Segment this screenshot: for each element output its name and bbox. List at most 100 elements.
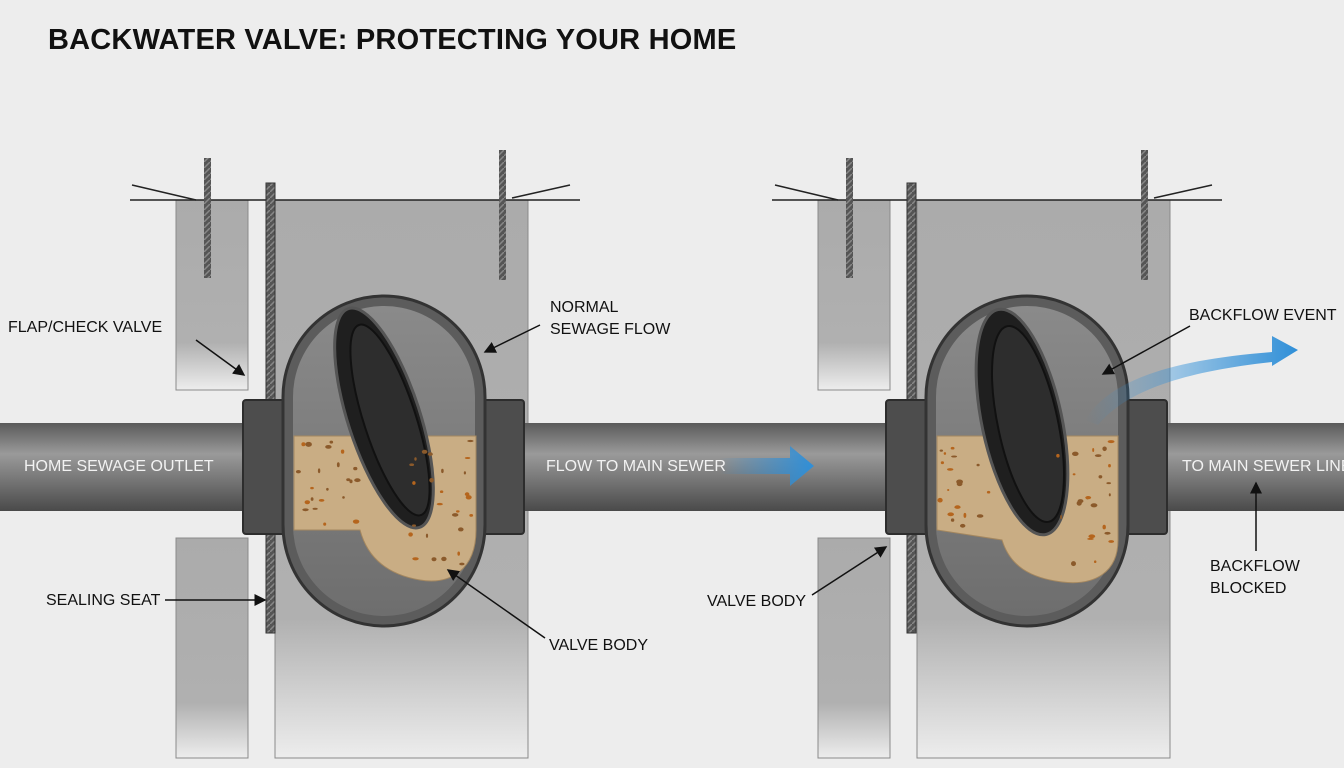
sewage-particle	[429, 478, 434, 483]
sewage-particle	[1098, 475, 1103, 479]
sewage-particle	[441, 556, 447, 562]
sewage-particle	[976, 463, 980, 467]
sewage-particle	[421, 449, 428, 454]
sewage-particle	[947, 489, 950, 491]
sewage-particle	[326, 487, 329, 491]
left-flange-inlet	[242, 399, 286, 535]
sewage-particle	[950, 446, 955, 450]
sewage-particle	[960, 523, 966, 528]
right-flap-disk	[991, 324, 1065, 524]
sewage-particle	[1072, 451, 1079, 456]
sewage-particle	[1102, 446, 1107, 452]
sewage-particle	[467, 439, 474, 443]
sewage-particle	[947, 512, 954, 517]
sewage-particle	[441, 468, 444, 474]
sewage-particle	[1056, 453, 1060, 458]
sewage-particle	[412, 524, 416, 527]
sewage-particle	[349, 479, 353, 484]
sewage-particle	[310, 497, 314, 501]
page-title: BACKWATER VALVE: PROTECTING YOUR HOME	[48, 24, 737, 56]
sewage-particle	[459, 562, 465, 566]
sewage-particle	[943, 452, 947, 455]
sewage-particle	[452, 513, 459, 517]
right-concrete-upper-left	[817, 199, 891, 391]
sewage-particle	[963, 512, 967, 518]
sewage-particle	[305, 441, 312, 447]
sewage-particle	[1087, 537, 1094, 540]
sewage-particle	[425, 533, 429, 538]
sewage-particle	[1090, 503, 1098, 508]
sewage-particle	[1094, 454, 1102, 457]
sewage-particle	[323, 522, 327, 526]
sewage-particle	[1094, 560, 1097, 563]
sewage-particle	[947, 468, 954, 471]
label-backflow-event: BACKFLOW EVENT	[1189, 307, 1337, 324]
sewage-particle	[1104, 531, 1111, 535]
sewage-particle	[939, 449, 943, 452]
sewage-particle	[1071, 561, 1076, 567]
sewage-particle	[950, 518, 955, 522]
label-flow-to-main-sewer: FLOW TO MAIN SEWER	[546, 458, 726, 475]
left-flap-disk	[349, 323, 431, 517]
sewage-particle	[295, 470, 301, 474]
sewage-particle	[1106, 482, 1111, 485]
left-concrete-upper-left	[175, 199, 249, 391]
sewage-particle	[408, 532, 413, 537]
label-normal-sewage-flow-2: SEWAGE FLOW	[550, 321, 671, 338]
label-backflow-blocked-1: BACKFLOW	[1210, 558, 1300, 575]
sewage-particle	[1108, 464, 1111, 468]
sewage-particle	[409, 463, 415, 467]
label-sealing-seat: SEALING SEAT	[46, 592, 161, 609]
left-diagram	[0, 150, 900, 759]
leader-lines	[165, 324, 1262, 639]
sewage-particle	[340, 449, 345, 454]
sewage-particle	[457, 551, 461, 556]
sewage-particle	[1072, 473, 1076, 476]
sewage-particle	[412, 481, 416, 485]
label-flap-check-valve: FLAP/CHECK VALVE	[8, 319, 163, 336]
sewage-particle	[342, 496, 345, 499]
sewage-particle	[463, 471, 466, 475]
right-backflow-arrow	[1085, 336, 1298, 425]
sewage-particle	[1088, 534, 1096, 539]
sewage-particle	[336, 462, 340, 468]
sewage-particle	[436, 502, 443, 506]
sewage-particle	[1085, 496, 1092, 500]
right-rebar-1	[846, 158, 853, 278]
sewage-particle	[329, 440, 334, 444]
sewage-particle	[312, 507, 318, 510]
sewage-particle	[937, 497, 943, 503]
sewage-particle	[352, 519, 360, 524]
sewage-particle	[431, 557, 437, 562]
right-flange-outlet	[1124, 399, 1168, 535]
sewage-particle	[1092, 448, 1095, 452]
sewage-particle	[353, 466, 358, 471]
sewage-particle	[1107, 440, 1115, 444]
sewage-particle	[427, 452, 433, 456]
label-normal-sewage-flow-1: NORMAL	[550, 299, 619, 316]
right-flange-inlet	[885, 399, 929, 535]
label-to-main-sewer-line: TO MAIN SEWER LINE	[1182, 458, 1344, 475]
sewage-particle	[439, 490, 444, 494]
left-pipe-inlet	[0, 423, 248, 511]
sewage-particle	[469, 514, 474, 517]
sewage-particle	[325, 445, 332, 449]
sewage-particle	[318, 499, 325, 502]
label-home-sewage-outlet: HOME SEWAGE OUTLET	[24, 458, 214, 475]
sewage-particle	[458, 527, 464, 532]
sewage-particle	[1060, 515, 1063, 520]
sewage-particle	[986, 490, 991, 494]
left-concrete-lower-left	[175, 537, 249, 759]
sewage-particle	[302, 508, 309, 512]
sewage-particle	[1108, 540, 1115, 543]
sewage-particle	[354, 478, 361, 483]
sewage-particle	[951, 455, 958, 458]
sewage-particle	[346, 478, 351, 482]
sewage-particle	[976, 514, 984, 518]
label-valve-body-left: VALVE BODY	[549, 637, 648, 654]
label-valve-body-right: VALVE BODY	[707, 593, 806, 610]
sewage-particle	[310, 486, 314, 490]
left-pipe-outlet	[520, 423, 900, 511]
sewage-particle	[301, 442, 306, 447]
